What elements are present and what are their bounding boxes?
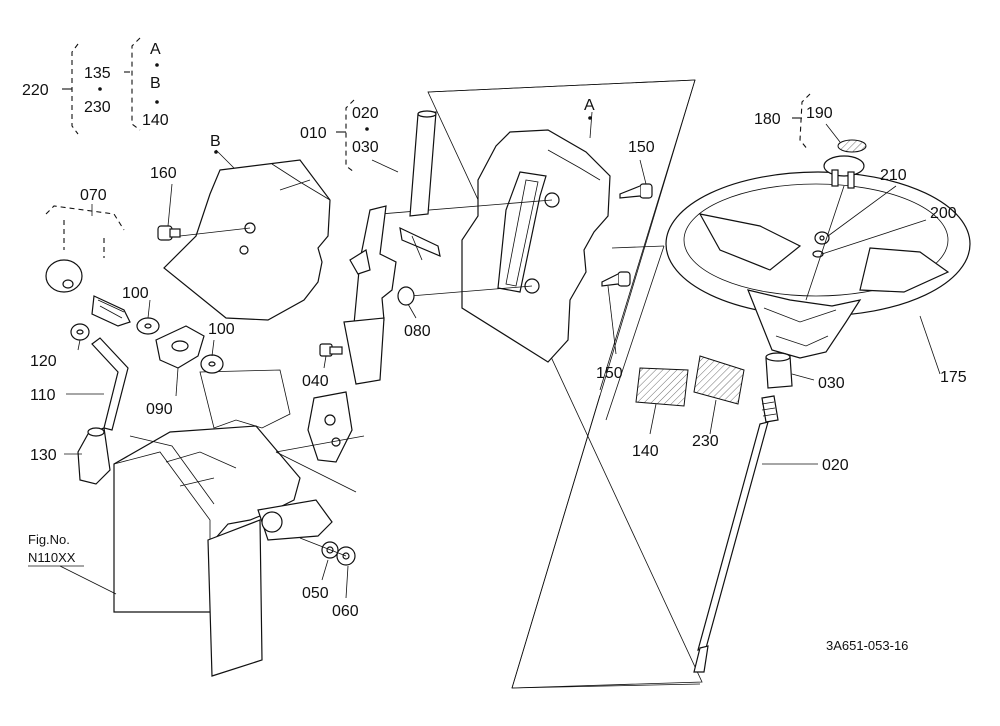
callout-090: 090 [146, 401, 173, 418]
bolt-150a [619, 183, 653, 199]
callout-200: 200 [930, 205, 957, 222]
washer-100a [136, 317, 160, 335]
callout-070: 070 [80, 187, 107, 204]
callout-labels: 220 135 230 A B 140 010 020 030 A B 160 … [22, 41, 967, 620]
callout-060: 060 [332, 603, 359, 620]
callout-130: 130 [30, 447, 57, 464]
mounting-plane-outline [427, 79, 703, 689]
callout-100-left: 100 [122, 285, 149, 302]
callout-135: 135 [84, 65, 111, 82]
steering-cover-a [379, 129, 611, 363]
legend-group-220 [62, 37, 159, 135]
cap-180 [823, 155, 865, 189]
callout-175: 175 [940, 369, 967, 386]
figure-reference: Fig.No. N110XX [28, 532, 84, 567]
steering-column-assembly [343, 110, 441, 385]
callout-040: 040 [302, 373, 329, 390]
callout-140-lower: 140 [632, 443, 659, 460]
washer-100b [200, 354, 224, 374]
legend-group-180 [792, 93, 811, 151]
spacer-080 [397, 286, 415, 306]
callout-140-top: 140 [142, 112, 169, 129]
nut-120 [70, 323, 90, 341]
lever-110 [91, 337, 129, 431]
steering-wheel-175 [665, 171, 971, 359]
callout-160: 160 [150, 165, 177, 182]
emblem-190 [837, 139, 867, 153]
callout-210: 210 [880, 167, 907, 184]
callout-110: 110 [30, 387, 56, 404]
callout-b-top: B [150, 75, 161, 92]
callout-080: 080 [404, 323, 431, 340]
callout-020-top: 020 [352, 105, 379, 122]
knob-070 [45, 259, 131, 327]
callout-050: 050 [302, 585, 329, 602]
callout-230-top: 230 [84, 99, 111, 116]
bolt-150b [601, 271, 631, 287]
callout-230-lower: 230 [692, 433, 719, 450]
plate-090 [155, 325, 205, 369]
tilt-bracket-body [113, 369, 333, 677]
callout-b-cover: B [210, 133, 221, 150]
callout-a-top: A [150, 41, 161, 58]
callout-020-lower: 020 [822, 457, 849, 474]
drawing-code: 3A651-053-16 [826, 638, 908, 653]
decal-140 [635, 367, 689, 407]
callout-150-lower: 150 [596, 365, 623, 382]
callout-190: 190 [806, 105, 833, 122]
legend-group-010 [336, 99, 399, 173]
callout-220: 220 [22, 82, 49, 99]
collar-030 [765, 352, 793, 389]
callout-120: 120 [30, 353, 57, 370]
steering-cover-b [163, 159, 331, 321]
callout-030-top: 030 [352, 139, 379, 156]
callout-a-cover: A [584, 97, 595, 114]
legend-group-070 [45, 204, 125, 258]
steering-shaft-020 [693, 395, 779, 673]
callout-030-lower: 030 [818, 375, 845, 392]
bolt-160 [157, 225, 181, 241]
universal-joint [275, 391, 365, 493]
fig-number: N110XX [28, 550, 76, 565]
callout-100-right: 100 [208, 321, 235, 338]
callout-150-upper: 150 [628, 139, 655, 156]
decal-230 [693, 355, 745, 405]
leader-lines [59, 111, 941, 599]
grip-130 [77, 427, 111, 485]
fig-no-label: Fig.No. [28, 532, 70, 547]
bolt-040 [319, 343, 343, 357]
callout-010: 010 [300, 125, 327, 142]
callout-180: 180 [754, 111, 781, 128]
